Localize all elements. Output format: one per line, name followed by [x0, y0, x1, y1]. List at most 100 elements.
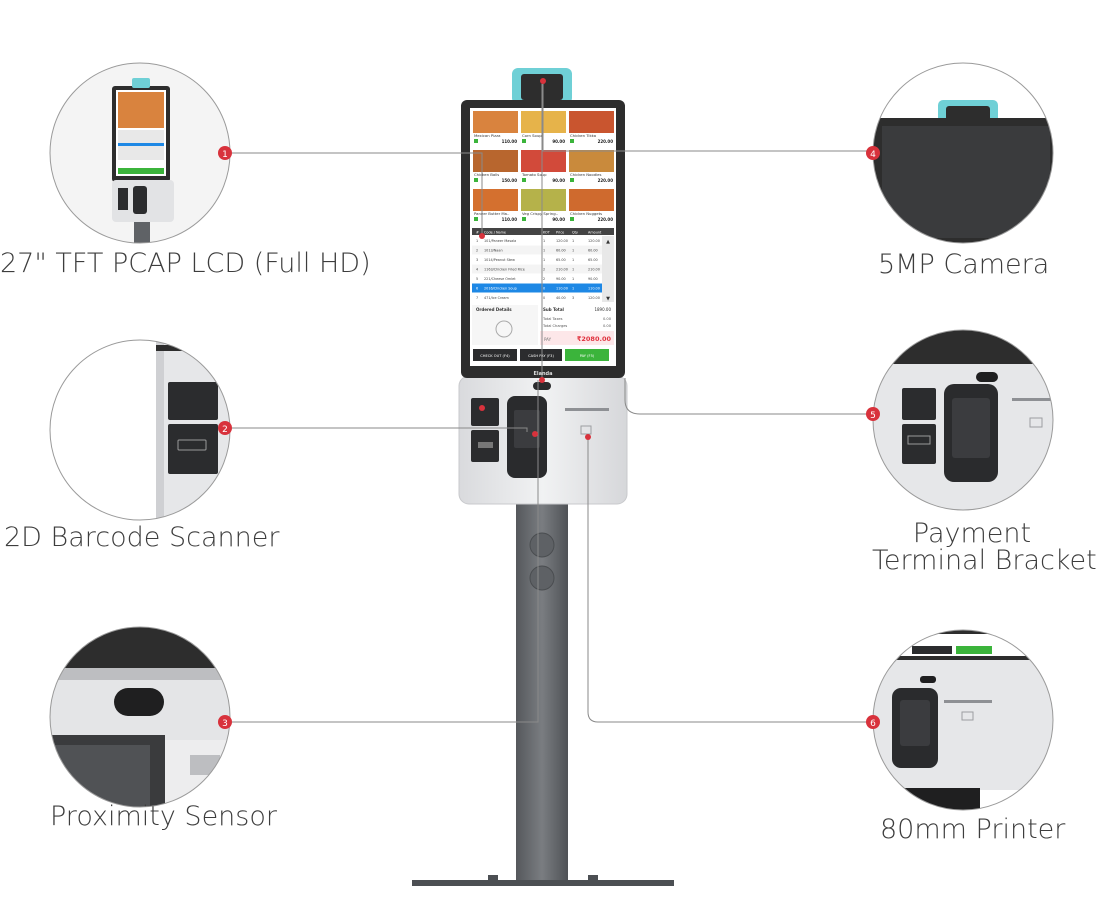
pay-button[interactable]	[565, 349, 609, 361]
menu-item-price: 220.00	[598, 139, 614, 144]
brand-logo: Elanda	[533, 371, 552, 377]
label-lcd: 27" TFT PCAP LCD (Full HD)	[0, 248, 371, 279]
leader-line-2	[225, 427, 528, 432]
table-row[interactable]	[472, 255, 602, 264]
marker-dot-sensor	[539, 377, 545, 383]
menu-item-price: 220.00	[598, 178, 614, 183]
table-cell: 1	[543, 249, 545, 253]
table-row[interactable]	[472, 245, 602, 255]
leader-line-1	[225, 152, 483, 236]
table-row[interactable]	[472, 274, 602, 283]
leader-line-5	[624, 378, 873, 415]
menu-item-price: 90.00	[552, 139, 565, 144]
table-cell: 2016/Chicken Soup	[484, 287, 517, 291]
scroll-up-icon[interactable]: ▲	[606, 239, 610, 245]
marker-dot-terminal	[532, 431, 538, 437]
table-cell: 221/Cheese Omlet	[484, 277, 516, 281]
leader-line-4	[542, 80, 873, 152]
ordered-details-panel	[472, 305, 538, 345]
table-cell: 6	[476, 287, 478, 291]
marker-dot-screen	[479, 233, 485, 239]
label-proximity-sensor: Proximity Sensor	[50, 801, 277, 832]
veg-icon	[522, 178, 526, 182]
table-row[interactable]	[472, 283, 602, 293]
table-cell: 1	[476, 239, 478, 243]
table-cell: 90.00	[556, 277, 566, 281]
table-cell: 1	[572, 287, 574, 291]
screen-chin	[470, 366, 616, 378]
table-cell: 1163/Chicken Fried Rice	[484, 268, 525, 272]
marker-dot-camera	[540, 78, 546, 84]
label-printer: 80mm Printer	[880, 814, 1066, 845]
table-header	[472, 228, 614, 235]
menu-item-price: 110.00	[502, 217, 518, 222]
table-cell: 1	[572, 258, 574, 262]
badge-4: 4	[866, 146, 880, 160]
callout-circle-3	[49, 626, 231, 808]
cash-pay-button[interactable]	[520, 349, 562, 361]
total-charges-label: Total Charges	[542, 324, 567, 328]
pay-label: PAY	[544, 337, 552, 342]
checkout-button[interactable]	[473, 349, 517, 361]
scanner-slot	[478, 442, 493, 448]
stand-pole	[516, 500, 568, 880]
svg-text:2: 2	[222, 425, 228, 435]
menu-item-image[interactable]	[569, 189, 614, 211]
menu-item-name: Chicken Tikka	[570, 133, 596, 138]
table-row[interactable]	[472, 264, 602, 274]
table-cell: 210.00	[556, 268, 568, 272]
ordered-details-label: Ordered Details	[476, 307, 512, 312]
base-foot-left	[488, 875, 498, 881]
table-cell: 110.00	[556, 287, 568, 291]
table-cell: 2	[476, 249, 478, 253]
label-payment-line2: Terminal Bracket	[872, 545, 1097, 576]
badge-5: 5	[866, 407, 880, 421]
table-header-cell: #	[476, 231, 479, 235]
menu-item-price: 90.00	[552, 217, 565, 222]
badge-6: 6	[866, 715, 880, 729]
callout-circle-1	[49, 62, 231, 244]
table-scrollbar[interactable]	[602, 236, 614, 302]
table-cell: 1	[543, 258, 545, 262]
table-header-cell: Amount	[588, 231, 602, 235]
menu-item-name: Chicken Nuggets	[570, 211, 602, 216]
printer-icon	[580, 425, 592, 435]
total-taxes-label: Total Taxes	[542, 317, 563, 321]
leader-line-3	[225, 380, 539, 723]
menu-item-image[interactable]	[473, 111, 518, 133]
marker-dot-printer	[585, 434, 591, 440]
table-row[interactable]	[472, 236, 602, 245]
badge-1: 1	[218, 146, 232, 160]
table-cell: 1	[572, 277, 574, 281]
menu-item-image[interactable]	[473, 150, 518, 172]
scroll-down-icon[interactable]: ▼	[606, 296, 610, 302]
menu-item-image[interactable]	[473, 189, 518, 211]
table-cell: 1	[572, 239, 574, 243]
menu-item-image[interactable]	[521, 150, 566, 172]
veg-icon	[522, 217, 526, 221]
menu-item-name: Veg Crispy Spring..	[522, 211, 558, 216]
table-row[interactable]	[472, 293, 602, 302]
pay-amount: ₹2080.00	[577, 335, 612, 343]
menu-item-price: 90.00	[552, 178, 565, 183]
callout-circle-2	[49, 339, 231, 521]
base-plate	[412, 880, 674, 886]
marker-dot-scanner	[479, 405, 485, 411]
veg-icon	[570, 217, 574, 221]
svg-text:3: 3	[222, 719, 228, 729]
table-cell: 120.00	[556, 239, 568, 243]
table-cell: 65.00	[556, 258, 566, 262]
sub-total-label: Sub Total	[543, 307, 565, 312]
menu-item-name: Corn Soup	[522, 133, 542, 138]
svg-text:5: 5	[870, 411, 876, 421]
table-cell: 7	[476, 296, 478, 300]
menu-item-image[interactable]	[521, 189, 566, 211]
menu-item-image[interactable]	[569, 150, 614, 172]
table-cell: 60.00	[556, 249, 566, 253]
menu-item-price: 220.00	[598, 217, 614, 222]
menu-item-image[interactable]	[569, 111, 614, 133]
